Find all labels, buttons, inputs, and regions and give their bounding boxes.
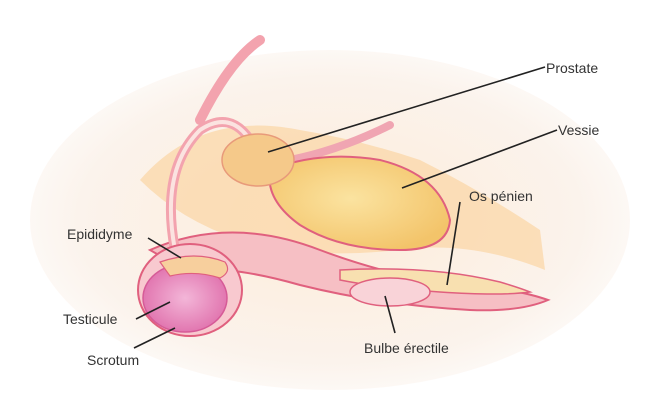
bladder xyxy=(268,155,452,252)
ureter xyxy=(286,121,394,164)
leader-lines xyxy=(133,66,558,349)
label-scrotum: Scrotum xyxy=(87,352,140,368)
label-testicule: Testicule xyxy=(63,311,118,327)
label-vessie: Vessie xyxy=(558,122,600,138)
label-bulbe-erectile: Bulbe érectile xyxy=(364,340,449,356)
label-os-penien: Os pénien xyxy=(469,188,533,204)
label-prostate: Prostate xyxy=(546,60,599,76)
bulbus-glandis xyxy=(349,277,431,307)
prostate xyxy=(221,133,295,187)
label-epididyme: Epididyme xyxy=(67,226,133,242)
epididymis-shape xyxy=(159,255,229,279)
